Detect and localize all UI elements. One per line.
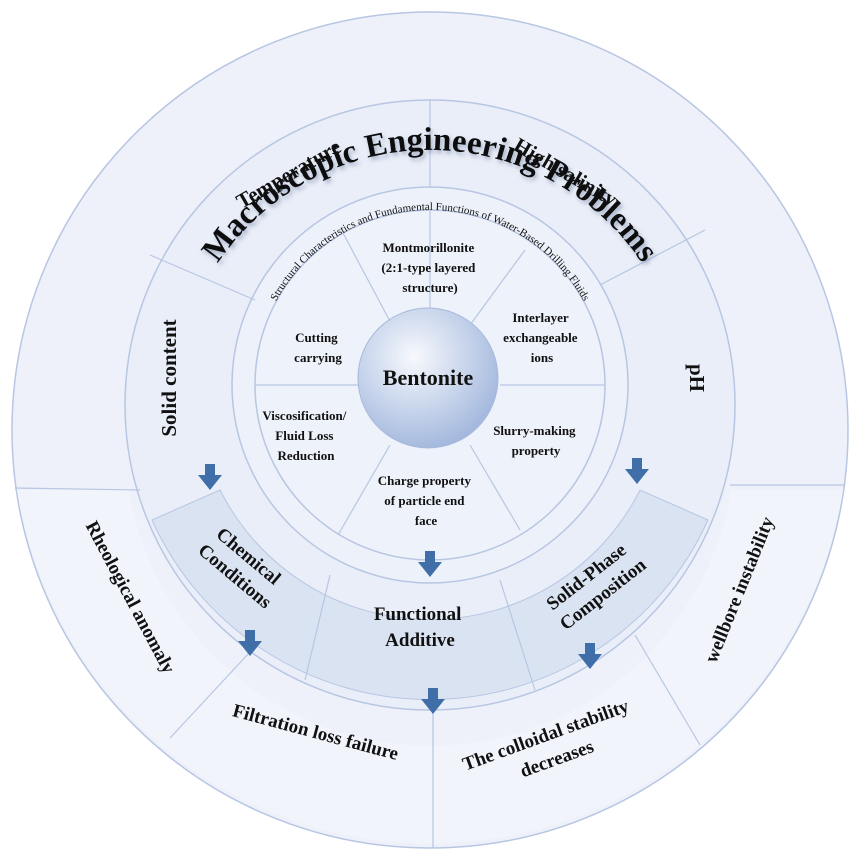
property-interlayer: Interlayer exchangeable ions — [503, 310, 581, 365]
property-divider — [469, 444, 521, 531]
property-divider — [469, 249, 526, 326]
center-node — [357, 307, 499, 449]
property-cutting: Cutting carrying — [294, 330, 342, 365]
problem-divider — [169, 651, 251, 739]
factor-divider — [599, 229, 706, 286]
mechanism-band — [151, 489, 709, 700]
band-divider — [499, 579, 536, 691]
factor-ph: pH — [685, 364, 709, 392]
factor-solid-content: Solid content — [157, 319, 181, 436]
mechanism-functional: Functional Additive — [374, 604, 466, 651]
band-divider — [304, 574, 331, 681]
center-label: Bentonite — [383, 365, 474, 390]
property-montmorillonite: Montmorillonite (2:1-type layered struct… — [381, 240, 478, 295]
property-viscosification: Viscosification/ Fluid Loss Reduction — [262, 408, 349, 463]
factor-divider — [149, 254, 256, 301]
property-charge: Charge property of particle end face — [378, 473, 475, 528]
property-slurry: Slurry-making property — [493, 423, 579, 458]
problems-ring — [17, 490, 843, 844]
problem-divider — [14, 487, 141, 491]
property-divider — [342, 232, 393, 326]
problem-divider — [634, 634, 701, 746]
property-divider — [337, 444, 391, 536]
